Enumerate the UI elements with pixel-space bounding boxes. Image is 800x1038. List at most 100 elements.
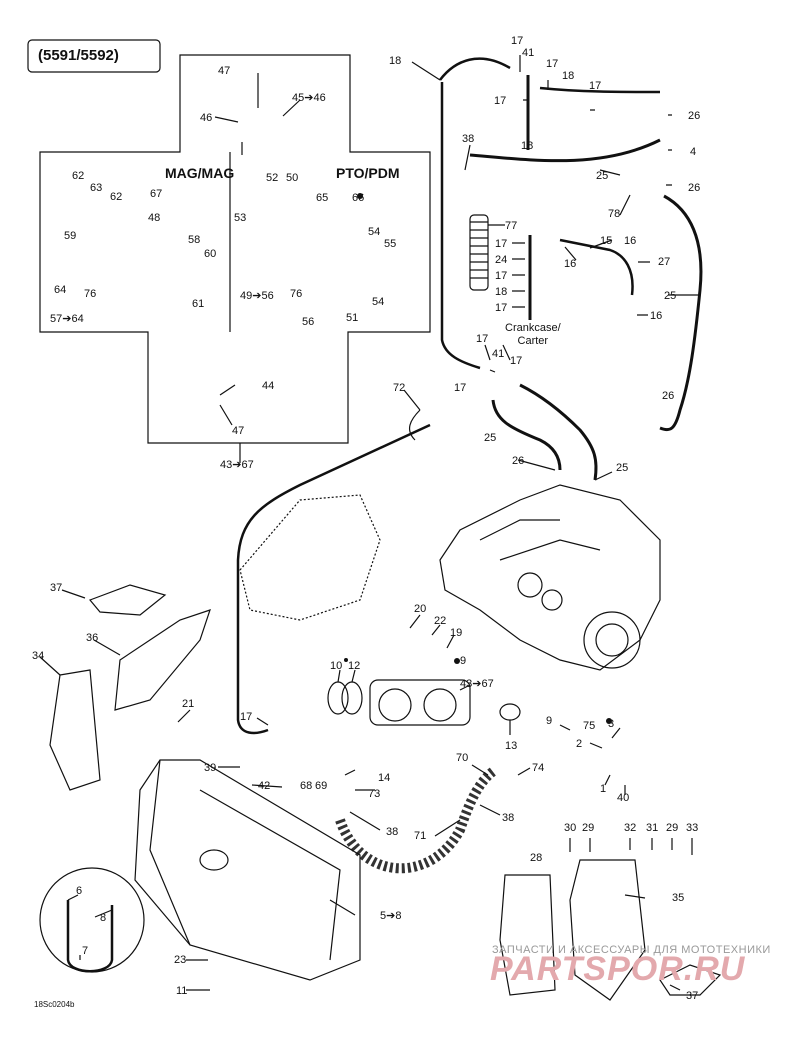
hose-17-right (539, 86, 661, 94)
callout-73: 73 (368, 788, 381, 800)
callout-4367b: 43➔67 (460, 678, 494, 690)
callout-30: 30 (564, 822, 577, 834)
callout-52: 52 (266, 172, 279, 184)
callout-2: 2 (576, 738, 583, 750)
callout-18d: 18 (495, 286, 508, 298)
corrugated-hose-77 (469, 214, 489, 291)
crankcase-note: Crankcase/ Carter (505, 322, 561, 347)
throttle-body-frame (39, 54, 431, 444)
callout-11: 11 (176, 985, 188, 997)
callout-47a: 47 (218, 65, 231, 77)
callout-17f: 17 (495, 270, 508, 282)
inset-circle (39, 867, 145, 973)
callout-42: 42 (258, 780, 271, 792)
airbox (134, 759, 361, 981)
callout-25d: 25 (616, 462, 629, 474)
callout-77: 77 (505, 220, 518, 232)
callout-70: 70 (456, 752, 469, 764)
callout-50: 50 (286, 172, 299, 184)
hose-18-left (440, 82, 481, 370)
callout-9b: 9 (546, 715, 553, 727)
engine-block (439, 484, 661, 671)
callout-56: 56 (302, 316, 315, 328)
callout-71: 71 (414, 830, 427, 842)
callout-26b: 26 (688, 182, 701, 194)
callout-62a: 62 (72, 170, 85, 182)
callout-15: 15 (600, 235, 613, 247)
callout-10: 10 (330, 660, 343, 672)
callout-18b: 18 (562, 70, 575, 82)
callout-64: 64 (54, 284, 67, 296)
callout-62b: 62 (110, 191, 123, 203)
callout-16a: 16 (624, 235, 637, 247)
callout-58: 58 (188, 234, 201, 246)
part-36 (114, 609, 211, 711)
section-header-pto: PTO/PDM (336, 165, 400, 181)
hose-25-top (469, 138, 661, 163)
part-37-bottom (659, 964, 722, 996)
hose-72 (236, 423, 431, 735)
callout-9a: 9 (460, 655, 467, 667)
callout-29a: 29 (582, 822, 595, 834)
callout-51: 51 (346, 312, 359, 324)
strap-72 (408, 409, 421, 441)
callout-76a: 76 (84, 288, 97, 300)
callout-17k: 17 (240, 711, 253, 723)
callout-54a: 54 (368, 226, 381, 238)
callout-3: 3 (608, 718, 615, 730)
callout-7: 7 (82, 945, 89, 957)
callout-46: 46 (200, 112, 213, 124)
diagram-code: 18Sc0204b (34, 1000, 75, 1009)
callout-67: 67 (150, 188, 163, 200)
callout-17d: 17 (494, 95, 507, 107)
callout-76b: 76 (290, 288, 303, 300)
hose-15 (559, 238, 634, 296)
callout-34: 34 (32, 650, 45, 662)
ring-12 (341, 681, 363, 715)
callout-20: 20 (414, 603, 427, 615)
callout-55: 55 (384, 238, 397, 250)
callout-78: 78 (608, 208, 621, 220)
callout-66: 66 (352, 192, 365, 204)
callout-4956: 49➔56 (240, 290, 274, 302)
callout-17c: 17 (589, 80, 602, 92)
callout-16b: 16 (564, 258, 577, 270)
callout-58b: 5➔8 (380, 910, 402, 922)
callout-74: 74 (532, 762, 545, 774)
callout-12: 12 (348, 660, 361, 672)
clamp-13 (499, 703, 521, 721)
callout-63: 63 (90, 182, 103, 194)
hose-25-lower-a (491, 399, 562, 471)
callout-13: 13 (505, 740, 518, 752)
callout-17b: 17 (546, 58, 559, 70)
callout-17i: 17 (510, 355, 523, 367)
part-34 (49, 669, 101, 791)
hose-18-top (439, 57, 511, 81)
callout-60: 60 (204, 248, 217, 260)
callout-48: 48 (148, 212, 161, 224)
callout-5764: 57➔64 (50, 313, 84, 325)
callout-21: 21 (182, 698, 195, 710)
callout-38b: 38 (386, 826, 399, 838)
callout-27: 27 (658, 256, 671, 268)
callout-54b: 54 (372, 296, 385, 308)
callout-44: 44 (262, 380, 275, 392)
callout-75: 75 (583, 720, 596, 732)
callout-25b: 25 (664, 290, 677, 302)
callout-41a: 41 (522, 47, 535, 59)
callout-72: 72 (393, 382, 406, 394)
callout-32: 32 (624, 822, 637, 834)
callout-65: 65 (316, 192, 329, 204)
callout-59: 59 (64, 230, 77, 242)
callout-14: 14 (378, 772, 391, 784)
callout-37b: 37 (686, 990, 699, 1002)
callout-40: 40 (617, 792, 630, 804)
callout-19: 19 (450, 627, 463, 639)
callout-38a: 38 (462, 133, 475, 145)
part-35 (569, 859, 646, 1001)
watermark-line1: ЗАПЧАСТИ И АКСЕССУАРЫ ДЛЯ МОТОТЕХНИКИ (492, 944, 771, 956)
callout-26c: 26 (662, 390, 675, 402)
callout-39: 39 (204, 762, 217, 774)
callout-17h: 17 (476, 333, 489, 345)
callout-37a: 37 (50, 582, 63, 594)
